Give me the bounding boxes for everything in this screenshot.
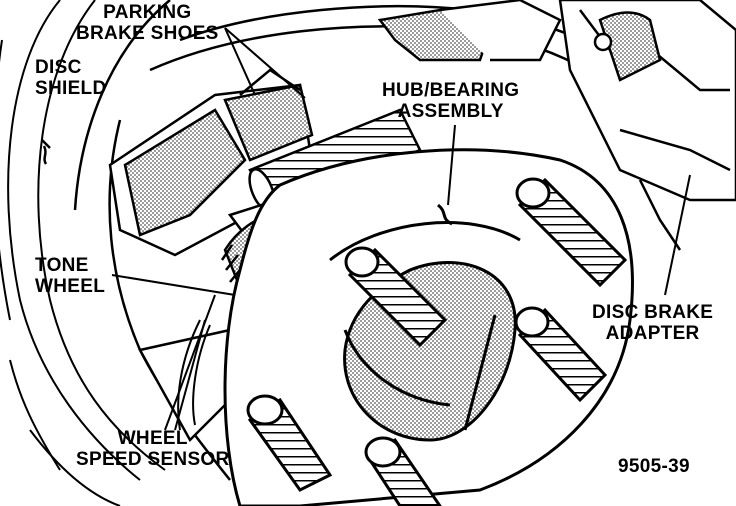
parking-brake-shoes — [108, 68, 314, 257]
leader-disc-brake-adapter — [664, 174, 691, 296]
disc-brake-adapter-label: DISC BRAKE ADAPTER — [592, 302, 714, 344]
leader-hub-bearing — [447, 124, 456, 206]
caliper-clip — [377, 0, 562, 62]
leader-parking-brake-shoes-b — [224, 27, 306, 99]
tone-wheel-label: TONE WHEEL — [35, 255, 106, 297]
wheel-stud-lower-right — [514, 306, 608, 403]
wheel-stud-center-left — [344, 246, 448, 348]
wheel-stud-bottom-center — [364, 436, 442, 506]
leader-tone-wheel — [111, 274, 236, 296]
leader-wheel-speed-sensor-b — [164, 294, 216, 431]
disc-shield-label: DISC SHIELD — [35, 57, 107, 99]
hub-bearing-assembly-label: HUB/BEARING ASSEMBLY — [382, 80, 520, 122]
disc-brake-adapter — [558, 0, 736, 251]
wheel-speed-sensor-label: WHEEL SPEED SENSOR — [76, 428, 230, 470]
leader-parking-brake-shoes-a — [224, 27, 256, 96]
parking-brake-shoes-label: PARKING BRAKE SHOES — [76, 2, 219, 44]
figure-number: 9505-39 — [618, 456, 690, 477]
wheel-studs — [246, 177, 628, 506]
wheel-stud-upper-right — [515, 177, 628, 288]
disc-shield — [0, 0, 171, 506]
leader-lines — [111, 27, 691, 431]
wheel-stud-bottom-left — [246, 394, 333, 492]
wheel-speed-sensor — [177, 319, 211, 431]
